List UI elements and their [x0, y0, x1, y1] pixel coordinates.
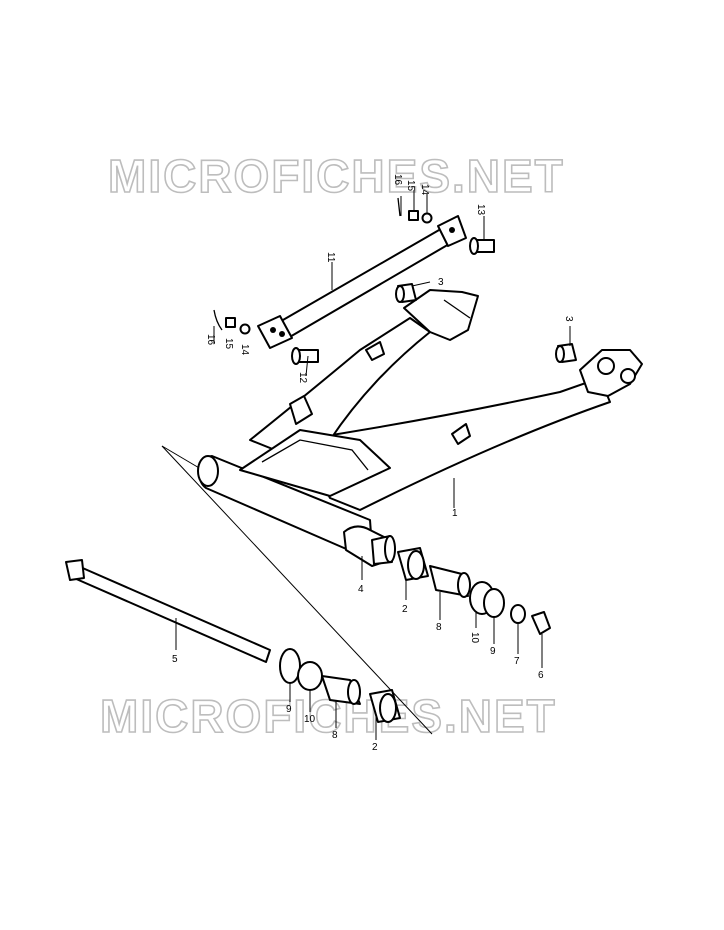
bolt-13 — [469, 237, 495, 255]
bolt-12 — [291, 347, 319, 365]
axle-5 — [65, 559, 271, 663]
callout-8-right: 8 — [436, 622, 442, 633]
callout-13: 13 — [475, 204, 486, 216]
callout-16-top: 16 — [392, 174, 403, 186]
callout-10-right: 10 — [469, 632, 480, 644]
pivot-stack-left — [279, 648, 401, 723]
callout-7: 7 — [514, 656, 520, 667]
callout-16-left: 16 — [205, 334, 216, 346]
callout-15-top: 15 — [405, 180, 416, 192]
callout-3-right: 3 — [563, 316, 574, 322]
callout-10-left: 10 — [304, 714, 316, 725]
callout-6: 6 — [538, 670, 544, 681]
callout-4: 4 — [358, 584, 364, 595]
fasteners-left — [213, 309, 251, 335]
callout-15-left: 15 — [223, 338, 234, 350]
callout-14-left: 14 — [239, 344, 250, 356]
callouts: 16 15 14 13 11 3 3 16 15 14 12 1 4 2 8 1… — [172, 174, 574, 753]
callout-2-left: 2 — [372, 742, 378, 753]
callout-11: 11 — [325, 252, 336, 263]
pivot-stack-right — [371, 535, 551, 635]
swingarm — [197, 289, 643, 567]
watermark-top: MICROFICHES.NET — [108, 150, 565, 202]
callout-8-left: 8 — [332, 730, 338, 741]
callout-9-right: 9 — [490, 646, 496, 657]
callout-2-right: 2 — [402, 604, 408, 615]
callout-12: 12 — [297, 372, 308, 384]
bushing-3-left — [395, 283, 417, 303]
callout-9-left: 9 — [286, 704, 292, 715]
callout-1: 1 — [452, 508, 458, 519]
leader-lines — [175, 190, 571, 740]
bushing-3-right — [555, 343, 577, 363]
callout-3-left: 3 — [438, 277, 444, 288]
part-11-rod — [257, 215, 467, 349]
watermark-bottom: MICROFICHES.NET — [100, 690, 557, 742]
callout-14-top: 14 — [419, 184, 430, 196]
callout-5: 5 — [172, 654, 178, 665]
